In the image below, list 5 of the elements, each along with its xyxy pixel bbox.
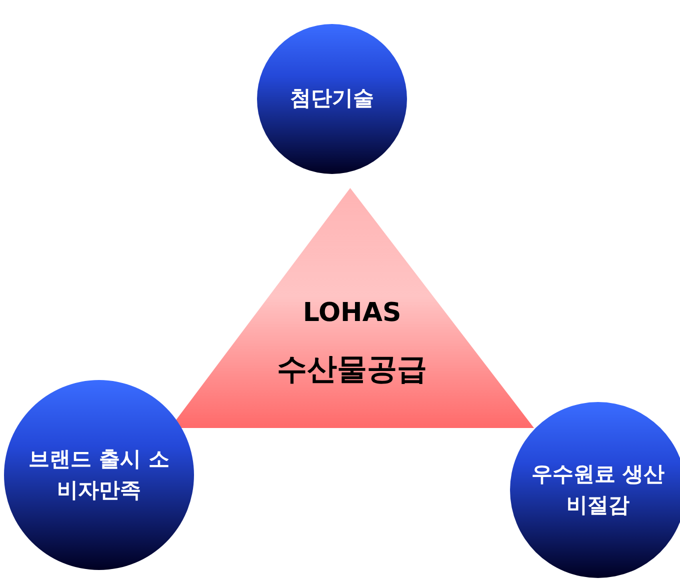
node-label: 브랜드 출시 소비자만족 <box>28 446 170 504</box>
node-label: 수산물공급 <box>277 351 427 389</box>
node-label: LOHAS <box>302 297 402 330</box>
node-label: 첨단기술 <box>290 85 374 112</box>
node-label: 우수원료 생산비절감 <box>530 460 666 519</box>
